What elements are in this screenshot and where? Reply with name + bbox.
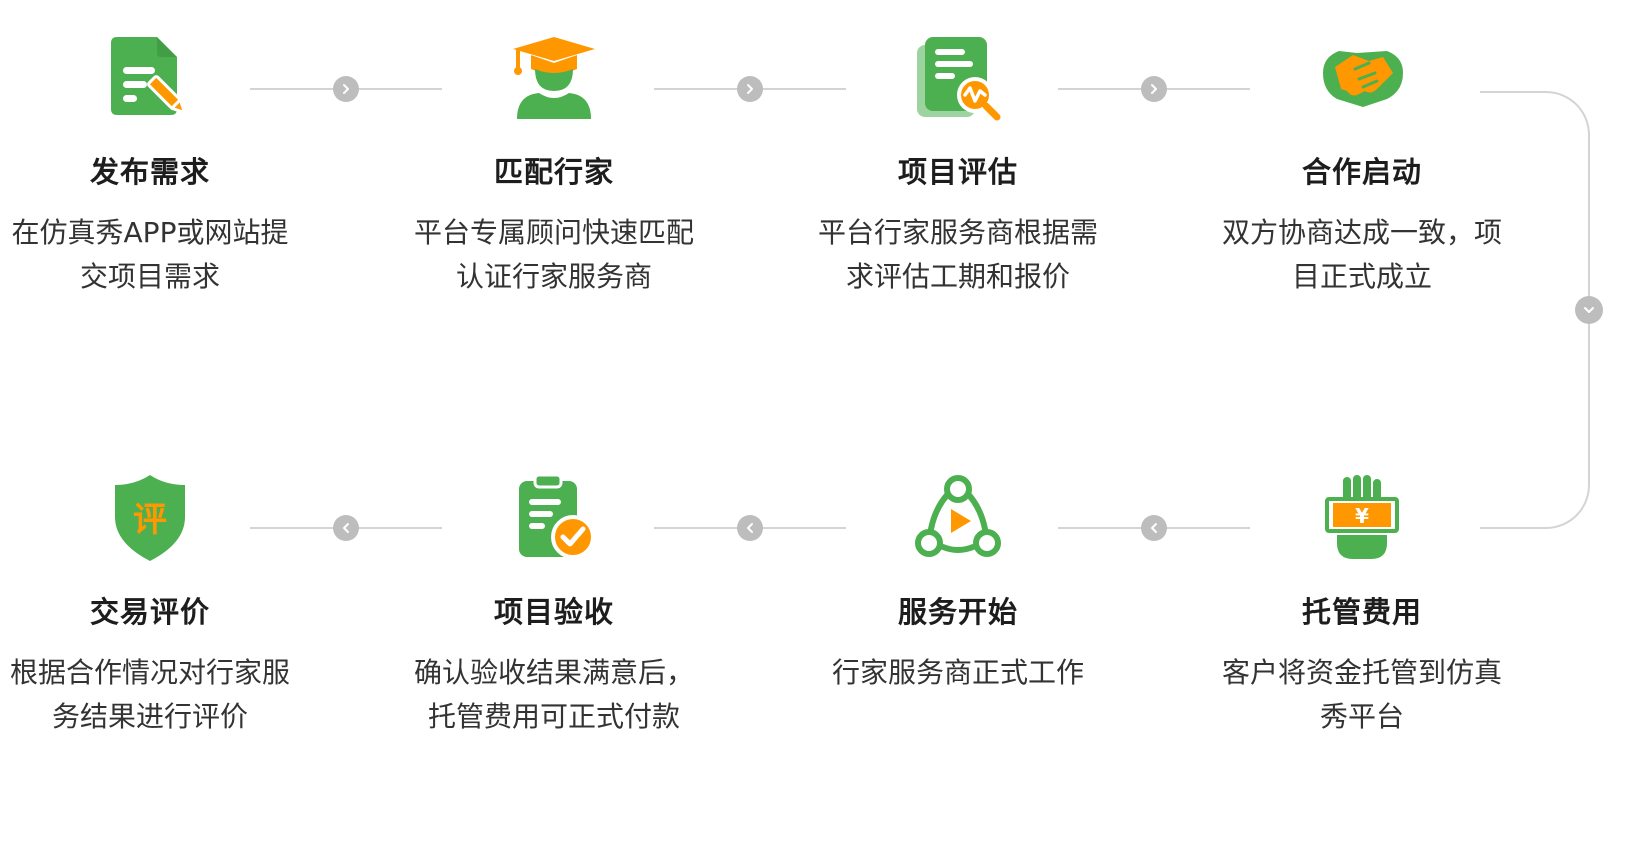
step-description: 平台行家服务商根据需求评估工期和报价 <box>817 216 1098 293</box>
step-description: 双方协商达成一致，项目正式成立 <box>1221 216 1502 293</box>
chevron-right-icon <box>737 76 763 102</box>
report-analysis-icon <box>913 33 1003 123</box>
service-play-icon <box>913 473 1003 563</box>
review-shield-icon: 评 <box>105 473 195 563</box>
connector-6-7 <box>654 515 846 541</box>
step-title: 托管费用 <box>1301 595 1422 629</box>
step-title: 交易评价 <box>89 595 210 629</box>
chevron-left-icon <box>1141 515 1167 541</box>
review-character: 评 <box>133 500 167 540</box>
yuan-symbol: ¥ <box>1355 504 1369 528</box>
step-description: 客户将资金托管到仿真秀平台 <box>1221 656 1502 733</box>
step-escrow-payment: ¥ 托管费用 客户将资金托管到仿真秀平台 <box>1212 473 1512 739</box>
step-publish-requirement: 发布需求 在仿真秀APP或网站提交项目需求 <box>0 33 300 299</box>
step-title: 服务开始 <box>897 595 1018 629</box>
step-transaction-review: 评 交易评价 根据合作情况对行家服务结果进行评价 <box>0 473 300 739</box>
step-service-start: 服务开始 行家服务商正式工作 <box>808 473 1108 695</box>
connector-2-3 <box>654 76 846 102</box>
clipboard-check-icon <box>509 473 599 563</box>
handshake-icon <box>1317 33 1407 123</box>
step-title: 项目验收 <box>493 595 614 629</box>
step-title: 匹配行家 <box>493 155 614 189</box>
connector-1-2 <box>250 76 442 102</box>
step-title: 项目评估 <box>897 155 1018 189</box>
connector-3-4 <box>1058 76 1250 102</box>
step-project-acceptance: 项目验收 确认验收结果满意后，托管费用可正式付款 <box>404 473 704 739</box>
step-description: 在仿真秀APP或网站提交项目需求 <box>11 216 289 293</box>
step-title: 合作启动 <box>1301 155 1422 189</box>
step-description: 根据合作情况对行家服务结果进行评价 <box>9 656 290 733</box>
step-description: 平台专属顾问快速匹配认证行家服务商 <box>413 216 694 293</box>
chevron-left-icon <box>333 515 359 541</box>
chevron-right-icon <box>333 76 359 102</box>
chevron-down-icon <box>1575 296 1603 324</box>
connector-4-5 <box>1480 91 1603 529</box>
document-edit-icon <box>105 33 195 123</box>
graduate-icon <box>509 33 599 123</box>
connector-5-6 <box>1058 515 1250 541</box>
connector-7-8 <box>250 515 442 541</box>
step-project-evaluation: 项目评估 平台行家服务商根据需求评估工期和报价 <box>808 33 1108 299</box>
chevron-left-icon <box>737 515 763 541</box>
step-match-expert: 匹配行家 平台专属顾问快速匹配认证行家服务商 <box>404 33 704 299</box>
step-cooperation-start: 合作启动 双方协商达成一致，项目正式成立 <box>1212 33 1512 299</box>
step-title: 发布需求 <box>89 155 210 189</box>
payment-hand-icon: ¥ <box>1317 473 1407 563</box>
step-description: 行家服务商正式工作 <box>831 656 1084 689</box>
chevron-right-icon <box>1141 76 1167 102</box>
step-description: 确认验收结果满意后，托管费用可正式付款 <box>413 656 694 733</box>
